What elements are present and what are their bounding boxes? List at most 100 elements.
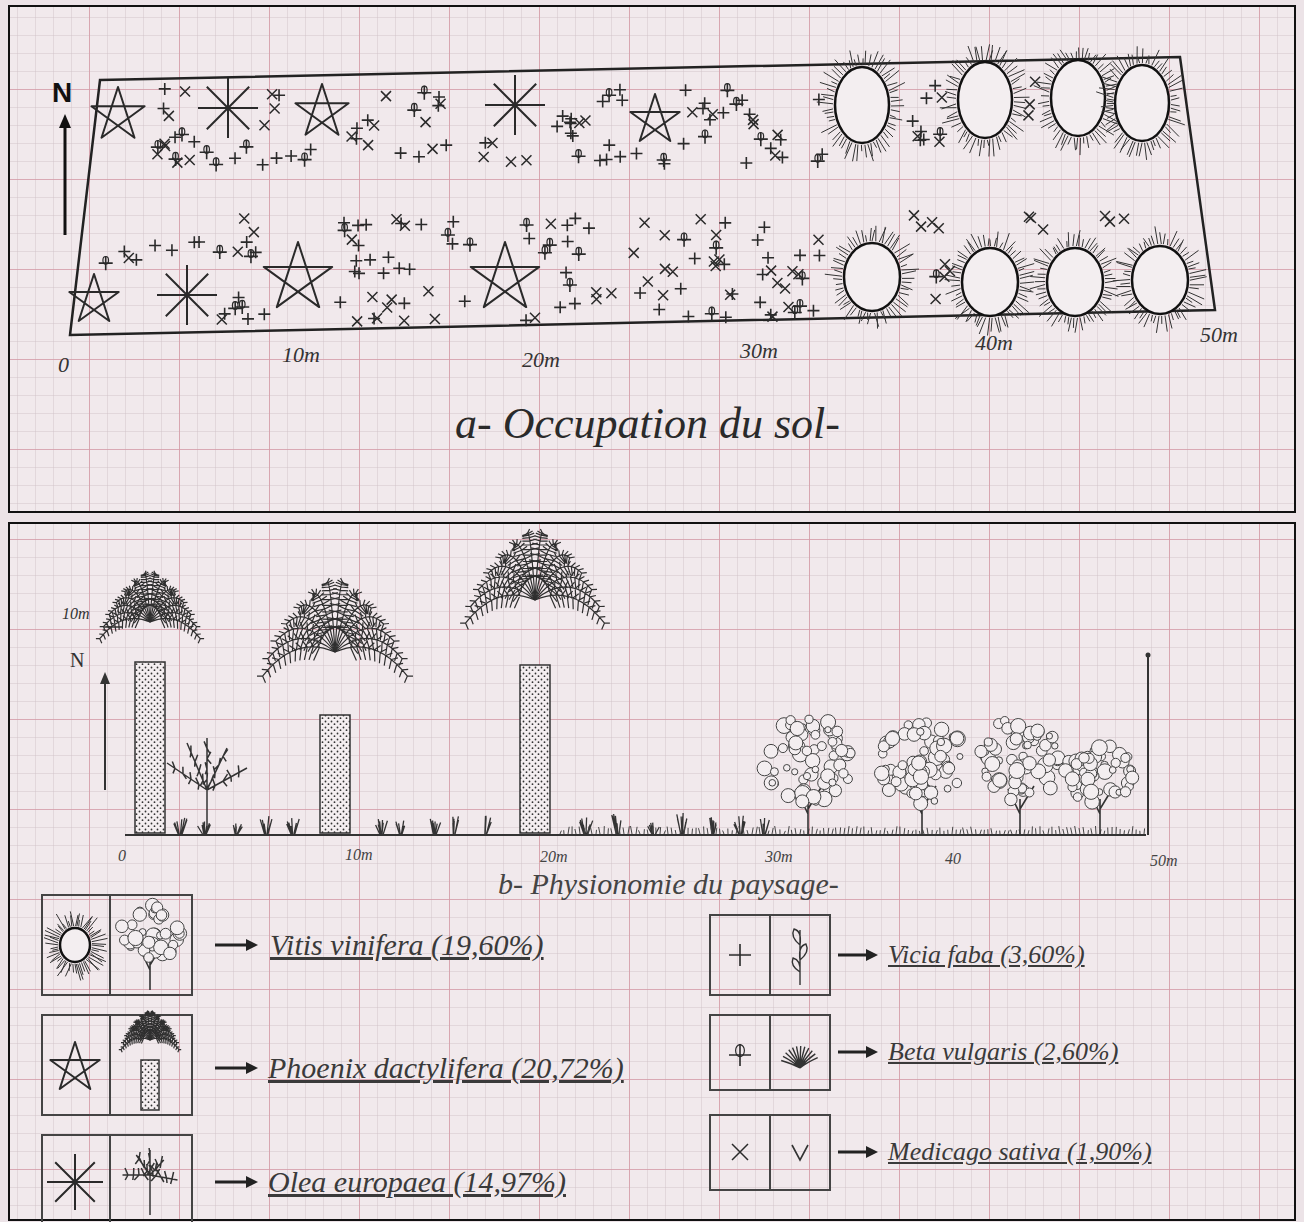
axis-label: 30m (765, 847, 793, 866)
beta-symbol (547, 238, 553, 246)
vitis-hatch (1100, 256, 1108, 261)
medicago-symbol (696, 214, 706, 224)
axis-label: 40 (945, 849, 961, 868)
vitis-hatch (1168, 119, 1184, 124)
shrub-leaves (891, 777, 901, 787)
shrub-leaves (1046, 733, 1052, 739)
legend-arrow (838, 1051, 870, 1054)
shrub-leaves (898, 761, 907, 770)
legend-text: Olea europaea (14,97%) (268, 1164, 566, 1200)
vicia-symbol (557, 110, 569, 122)
medicago-symbol (711, 230, 721, 240)
vitis-hatch (978, 139, 980, 146)
herb (287, 818, 300, 834)
shrub-leaves (912, 756, 926, 770)
legend-arrow (215, 944, 250, 947)
vitis-hatch (1037, 82, 1051, 84)
vitis-hatch (1080, 138, 1082, 155)
shrub-leaves (952, 778, 961, 787)
vitis-hatch (901, 269, 919, 271)
vitis-hatch (900, 254, 913, 263)
vitis-hatch (834, 258, 845, 261)
vicia-symbol (717, 107, 729, 119)
vicia-symbol (285, 150, 297, 162)
olea-symbol (198, 78, 258, 138)
vitis-hatch (979, 140, 982, 157)
vitis-hatch (832, 69, 841, 78)
vitis-hatch (1162, 67, 1167, 74)
vitis-hatch (1036, 292, 1046, 295)
vitis-hatch (901, 288, 909, 289)
beta-symbol (725, 84, 731, 92)
vicia-symbol (561, 219, 573, 231)
vitis-hatch (1115, 133, 1123, 143)
vitis-hatch (820, 82, 836, 87)
vitis-hatch (1187, 261, 1194, 263)
vitis-hatch (1139, 143, 1142, 156)
beta-symbol (235, 300, 249, 314)
vicia-symbol (258, 308, 270, 320)
vicia-symbol (813, 93, 825, 105)
vitis-hatch (853, 144, 856, 161)
vitis-hatch (1175, 311, 1179, 319)
vicia-symbol (362, 114, 374, 126)
vitis-hatch (956, 299, 964, 305)
vitis-hatch (1082, 239, 1083, 247)
vitis-hatch (994, 238, 996, 247)
vitis-hatch (966, 134, 969, 142)
vitis-hatch (991, 318, 992, 332)
vicia-symbol (447, 216, 459, 228)
vitis-hatch (1113, 280, 1130, 281)
vicia-symbol (569, 212, 581, 224)
olea-symbol (47, 1154, 103, 1210)
beta-symbol (606, 89, 612, 97)
vitis-hatch (849, 60, 850, 68)
palm-trunk (520, 665, 550, 833)
vitis-hatch (1189, 268, 1196, 269)
vitis-hatch (57, 959, 64, 969)
vitis-hatch (1078, 48, 1079, 59)
vitis-hatch (1120, 283, 1130, 284)
vicia-symbol (914, 134, 926, 146)
vitis-hatch (891, 100, 903, 102)
vicia-symbol (583, 222, 595, 234)
palm-frond (150, 613, 204, 643)
vitis-hatch (958, 251, 968, 258)
vitis-hatch (947, 75, 959, 83)
vitis-hatch (1137, 57, 1139, 63)
vitis-hatch (946, 275, 960, 278)
beta-symbol (576, 150, 582, 158)
vitis-hatch (1017, 297, 1028, 302)
vicia-symbol (675, 283, 687, 295)
vitis-hatch (837, 290, 845, 295)
legend-arrow-head (246, 1062, 258, 1074)
vicia-symbol (929, 80, 941, 92)
vicia-symbol (616, 94, 628, 106)
vitis-hatch (1073, 318, 1074, 328)
vitis-hatch (833, 134, 842, 147)
vitis-hatch (1124, 271, 1131, 272)
shrub-leaves (778, 744, 787, 753)
vitis-hatch (1000, 243, 1003, 248)
shrub-leaves (812, 766, 819, 773)
vitis-hatch (1112, 61, 1122, 73)
beta-symbol (709, 241, 723, 255)
shrub-leaves (828, 737, 837, 746)
vicia-symbol (594, 155, 606, 167)
vitis-hatch (976, 316, 980, 326)
vitis-hatch (1161, 316, 1162, 324)
vitis-hatch (942, 104, 957, 109)
vitis-hatch (987, 140, 989, 146)
vicia-symbol (562, 236, 574, 248)
vicia-symbol (349, 266, 361, 278)
vicia-symbol (415, 219, 427, 231)
shrub-leaves (789, 736, 803, 750)
vitis-hatch (957, 126, 963, 131)
vicia-symbol (726, 288, 738, 300)
vitis-hatch (867, 313, 868, 320)
shrub-leaves (805, 715, 813, 723)
vitis-hatch (897, 249, 907, 257)
vitis-hatch (889, 83, 905, 91)
herb (677, 813, 687, 834)
vitis-hatch (831, 82, 837, 85)
